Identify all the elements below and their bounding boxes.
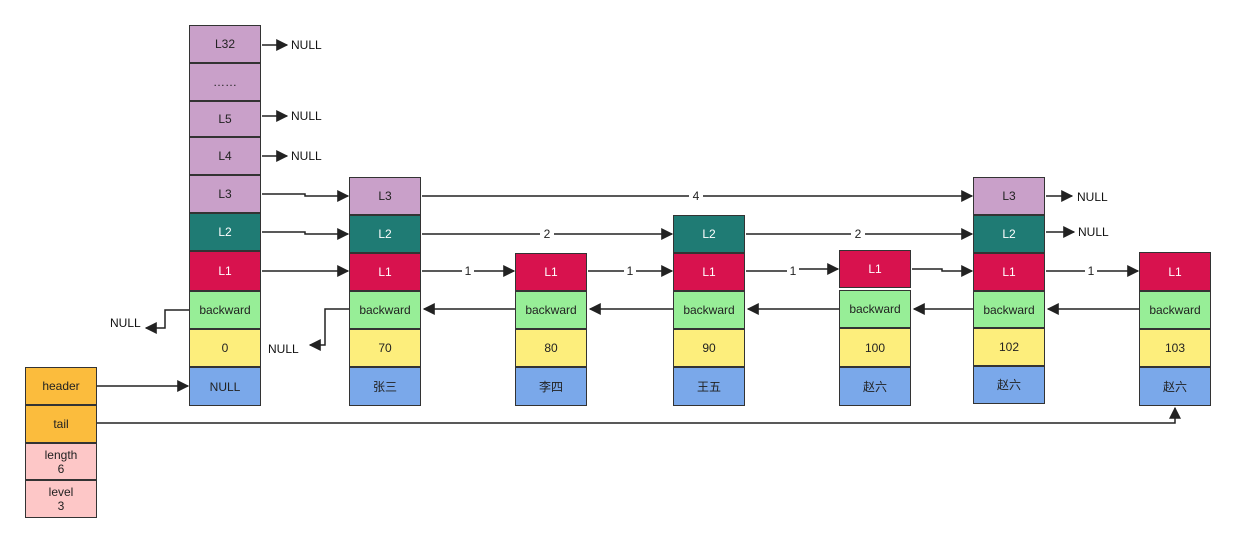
node1-level-l1: L1: [349, 253, 421, 291]
node6-backward: backward: [1139, 291, 1211, 329]
l1-node4-to-node5-arrow: [912, 265, 974, 277]
header-backward: backward: [189, 291, 261, 329]
node1-backward: backward: [349, 291, 421, 329]
span-label-l3: 4: [693, 189, 700, 203]
backward-header-null-arrow: [144, 309, 189, 334]
node6-level-l1: L1: [1139, 252, 1211, 291]
meta-level-value: 3: [57, 499, 65, 513]
node2-score: 80: [515, 329, 587, 367]
node3-member: 王五: [673, 367, 745, 406]
node5-member: 赵六: [973, 366, 1045, 404]
header-level-l32: L32: [189, 25, 261, 63]
node4-backward: backward: [839, 290, 911, 328]
span-label-l1-b: 1: [627, 264, 634, 278]
header-level-l4: L4: [189, 137, 261, 175]
node2-level-l1: L1: [515, 253, 587, 291]
meta-tail: tail: [25, 405, 97, 443]
node4-member: 赵六: [839, 367, 911, 406]
header-score: 0: [189, 329, 261, 367]
node5-score: 102: [973, 328, 1045, 366]
l2-header-to-node1-arrow: [262, 228, 350, 240]
node4-level-l1: L1: [839, 250, 911, 288]
null-label-l32: NULL: [291, 38, 322, 52]
span-label-l1-d: 1: [1088, 264, 1095, 278]
null-label-node1-backward: NULL: [268, 342, 299, 356]
node1-level-l3: L3: [349, 177, 421, 215]
node5-level-l1: L1: [973, 253, 1045, 291]
null-label-l5: NULL: [291, 109, 322, 123]
meta-level: level 3: [25, 480, 97, 518]
node1-score: 70: [349, 329, 421, 367]
l3-header-to-node1-arrow: [262, 190, 350, 202]
tail-pointer-arrow: [96, 406, 1181, 424]
node3-level-l1: L1: [673, 253, 745, 291]
meta-length-value: 6: [57, 461, 65, 476]
node6-score: 103: [1139, 329, 1211, 367]
node3-score: 90: [673, 329, 745, 367]
null-label-l2-tail: NULL: [1078, 225, 1109, 239]
node6-member: 赵六: [1139, 367, 1211, 406]
node5-backward: backward: [973, 291, 1045, 328]
null-label-l3-tail: NULL: [1077, 190, 1108, 204]
header-level-l5: L5: [189, 101, 261, 137]
span-label-l2-second: 2: [855, 227, 862, 241]
meta-length-label: length: [44, 447, 78, 462]
meta-header: header: [25, 367, 97, 405]
node2-backward: backward: [515, 291, 587, 329]
node2-member: 李四: [515, 367, 587, 406]
null-label-l4: NULL: [291, 149, 322, 163]
backward-node1-null-arrow: [308, 308, 349, 351]
span-label-l1-c: 1: [790, 264, 797, 278]
header-level-l1: L1: [189, 251, 261, 291]
meta-length: length 6: [25, 443, 97, 480]
node5-level-l2: L2: [973, 215, 1045, 253]
node1-member: 张三: [349, 367, 421, 406]
header-level-l3: L3: [189, 175, 261, 213]
node5-level-l3: L3: [973, 177, 1045, 215]
null-label-header-backward: NULL: [110, 316, 141, 330]
header-member: NULL: [189, 367, 261, 406]
span-label-l2-first: 2: [544, 227, 551, 241]
header-level-l2: L2: [189, 213, 261, 251]
node4-score: 100: [839, 328, 911, 367]
meta-level-label: level: [48, 485, 74, 499]
header-level-dots: ……: [189, 63, 261, 101]
node1-level-l2: L2: [349, 215, 421, 253]
span-label-l1-a: 1: [465, 264, 472, 278]
node3-level-l2: L2: [673, 215, 745, 253]
node3-backward: backward: [673, 291, 745, 329]
